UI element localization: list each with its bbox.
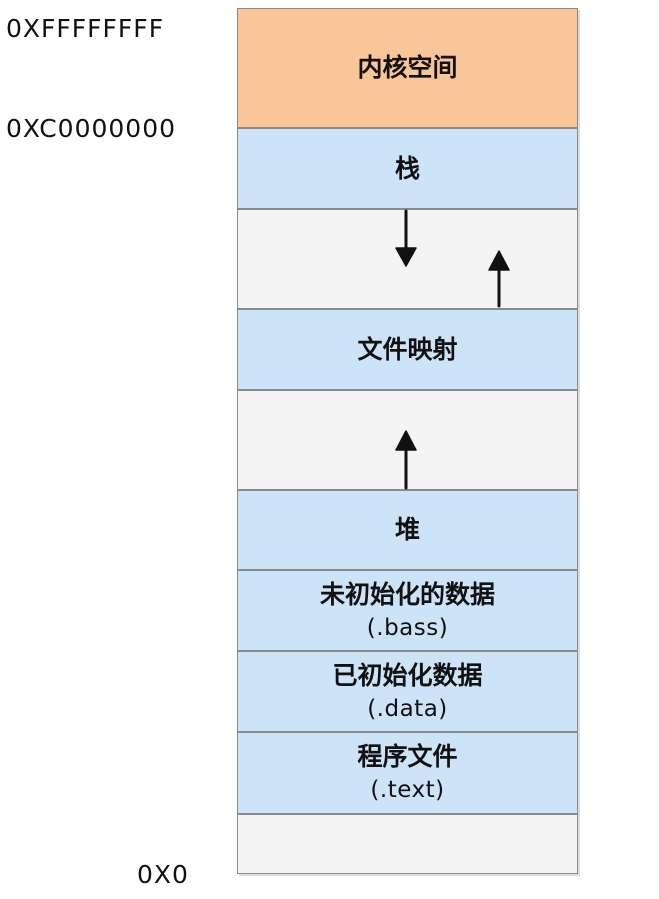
segment-free-gap-upper bbox=[237, 209, 578, 309]
segment-stack: 栈 bbox=[237, 128, 578, 209]
segment-kernel-space: 内核空间 bbox=[237, 8, 578, 128]
segment-kernel-space-label: 内核空间 bbox=[357, 53, 458, 82]
segment-reserved-bottom bbox=[237, 814, 578, 874]
segment-data: 已初始化数据 (.data) bbox=[237, 651, 578, 732]
segment-heap-label: 堆 bbox=[394, 515, 420, 544]
segment-bss-sublabel: (.bass) bbox=[366, 614, 449, 641]
segment-text-sublabel: (.text) bbox=[370, 777, 445, 803]
segment-heap: 堆 bbox=[237, 490, 578, 570]
segment-bss: 未初始化的数据 (.bass) bbox=[237, 570, 578, 651]
address-space-column: 内核空间 栈 文件映射 堆 未初始化的数据 (.bass) 已初始化数据 (.d… bbox=[237, 8, 578, 874]
address-kernel-boundary-label: 0XC0000000 bbox=[6, 114, 177, 143]
segment-bss-label: 未初始化的数据 bbox=[319, 579, 495, 609]
segment-file-mapping: 文件映射 bbox=[237, 309, 578, 390]
address-bottom-label: 0X0 bbox=[137, 860, 189, 889]
segment-free-gap-lower bbox=[237, 390, 578, 490]
segment-data-label: 已初始化数据 bbox=[332, 660, 483, 690]
segment-stack-label: 栈 bbox=[394, 153, 420, 183]
segment-file-mapping-label: 文件映射 bbox=[357, 334, 458, 364]
segment-data-sublabel: (.data) bbox=[367, 695, 448, 722]
segment-text: 程序文件 (.text) bbox=[237, 732, 578, 814]
address-top-label: 0XFFFFFFFF bbox=[6, 14, 165, 43]
segment-text-label: 程序文件 bbox=[357, 742, 458, 771]
